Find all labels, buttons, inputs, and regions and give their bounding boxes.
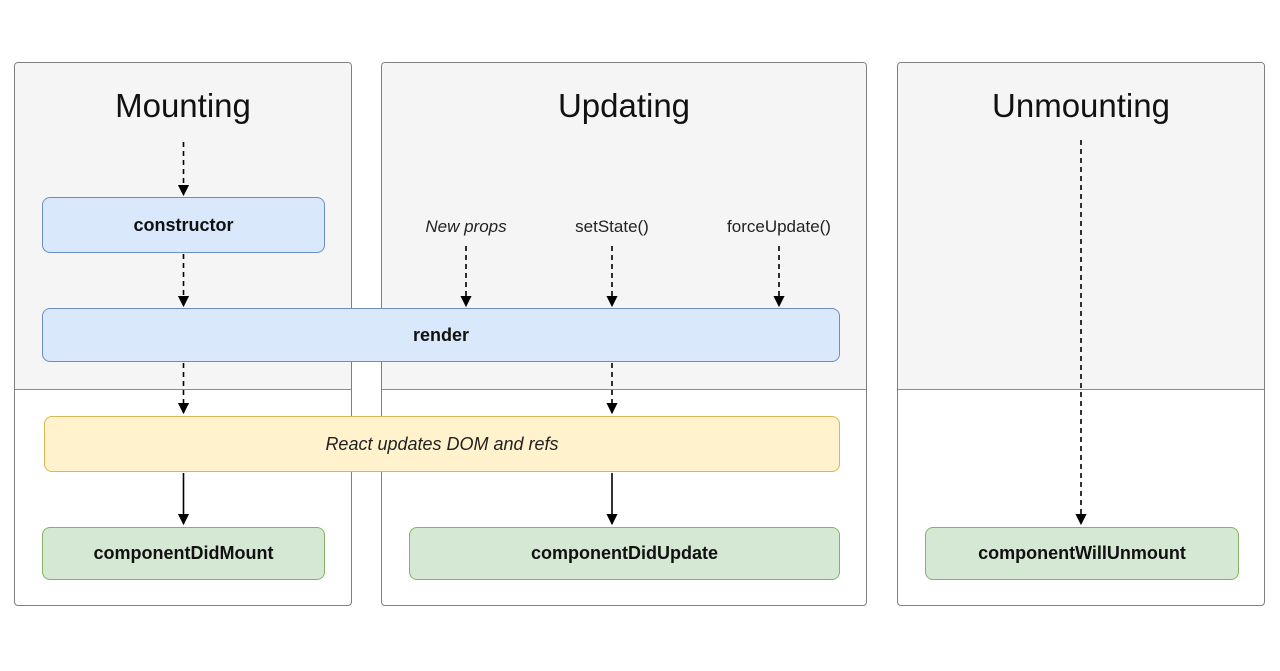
component-did-mount-box: componentDidMount bbox=[42, 527, 325, 580]
panel-title-unmounting: Unmounting bbox=[992, 87, 1170, 124]
component-will-unmount-box: componentWillUnmount bbox=[925, 527, 1239, 580]
panel-title-mounting: Mounting bbox=[115, 87, 251, 124]
constructor-box: constructor bbox=[42, 197, 325, 253]
react-updates-dom-box: React updates DOM and refs bbox=[44, 416, 840, 472]
render-box: render bbox=[42, 308, 840, 362]
component-did-update-box: componentDidUpdate bbox=[409, 527, 840, 580]
unmounting-render-phase-area: Unmounting bbox=[898, 63, 1264, 390]
panel-title-updating: Updating bbox=[557, 87, 691, 124]
trigger-label-set-state: setState() bbox=[575, 217, 649, 236]
trigger-label-force-update: forceUpdate() bbox=[727, 217, 831, 236]
trigger-label-new-props: New props bbox=[425, 217, 507, 236]
panel-unmounting: Unmounting bbox=[897, 62, 1265, 606]
